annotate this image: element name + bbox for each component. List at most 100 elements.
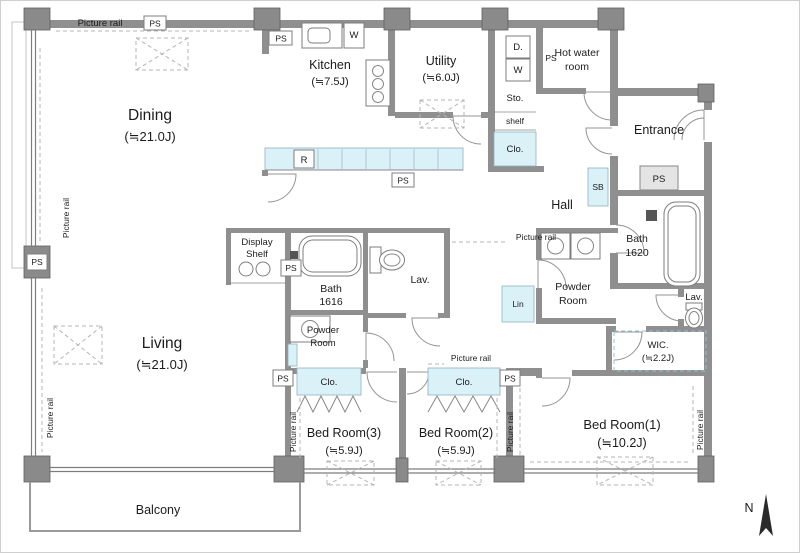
wic-door xyxy=(613,331,643,361)
linen-label: Lin xyxy=(512,299,524,309)
picture-rail-label-top: Picture rail xyxy=(78,18,123,29)
bed3-door xyxy=(366,371,398,403)
closet-bed3-label: Clo. xyxy=(321,377,338,388)
picture-rail-label-clo2: Picture rail xyxy=(451,353,491,363)
labels: Picture rail PS Dining (≒21.0J) Kitchen … xyxy=(31,18,705,517)
bath-main-unit xyxy=(646,210,657,221)
ps-box-top xyxy=(143,15,167,31)
windows xyxy=(29,30,698,532)
bath-sub-size: 1616 xyxy=(319,296,343,308)
ps-label-bath: PS xyxy=(285,263,297,273)
ps-label-left: PS xyxy=(31,257,43,267)
bath-main-door xyxy=(615,224,645,254)
picture-rail-label-bed3: Picture rail xyxy=(288,412,298,452)
closet-bed3-doors xyxy=(296,394,362,414)
ps-box-bed2 xyxy=(499,369,521,387)
ceiling-box-utility xyxy=(419,99,465,129)
balcony-rail xyxy=(29,482,301,532)
refrigerator-label: R xyxy=(301,155,308,166)
bed3-label: Bed Room(3) xyxy=(307,426,381,440)
storage-label: Sto. xyxy=(507,93,524,104)
dryer-box xyxy=(505,35,531,59)
lav-center-door xyxy=(411,317,441,347)
closet-bed3 xyxy=(296,367,362,396)
lav-right-door xyxy=(655,294,683,322)
display-shelf-label-2: Shelf xyxy=(246,249,268,260)
wic-label: WIC. xyxy=(647,340,668,351)
bath-sub-label: Bath xyxy=(320,283,342,295)
ceiling-box-dining xyxy=(135,37,189,71)
entrance-label: Entrance xyxy=(634,123,684,137)
ceiling-box-bed1 xyxy=(596,456,654,486)
powder-main-label-2: Room xyxy=(559,295,587,307)
ps-label-hotwater: PS xyxy=(545,53,557,63)
ps-box-bath xyxy=(280,259,302,277)
powder-sink-2 xyxy=(570,232,601,260)
guides xyxy=(39,30,707,486)
bed2-label: Bed Room(2) xyxy=(419,426,493,440)
bed3-size: (≒5.9J) xyxy=(325,445,362,457)
ps-duct-entrance xyxy=(639,165,679,191)
closet-bed2-doors xyxy=(427,394,501,414)
dryer-label: D. xyxy=(513,42,523,53)
powder-center-cabinet xyxy=(287,343,298,367)
powder-sink-1 xyxy=(540,232,571,260)
picture-rail-label-bed2: Picture rail xyxy=(505,412,515,452)
ps-label-entrance: PS xyxy=(653,174,666,185)
doors xyxy=(267,91,705,407)
north-arrow-icon xyxy=(759,494,773,536)
stove xyxy=(365,59,391,107)
bath-sub-unit xyxy=(290,251,298,259)
ps-label-counter: PS xyxy=(397,176,409,186)
ps-box-kitchen xyxy=(268,30,293,46)
entrance-hall-door xyxy=(585,127,613,155)
corridor-door xyxy=(267,173,297,203)
fixtures xyxy=(26,15,703,414)
picture-rail-label-bed1: Picture rail xyxy=(695,410,705,450)
lav-right-label: Lav. xyxy=(685,292,702,303)
kitchen-label: Kitchen xyxy=(309,58,351,72)
display-shelf-label-1: Display xyxy=(241,237,272,248)
washer-box2 xyxy=(505,58,531,82)
entrance-door-arc1 xyxy=(673,109,705,141)
living-size: (≒21.0J) xyxy=(136,357,187,372)
shoe-box-label: SB xyxy=(592,182,604,192)
washer-box xyxy=(343,22,365,49)
picture-rail-label-living: Picture rail xyxy=(45,398,55,438)
living-label: Living xyxy=(142,335,183,352)
entrance-door-arc2 xyxy=(681,117,705,141)
picture-rail-label-hall: Picture rail xyxy=(516,232,556,242)
powder-center-label-1: Powder xyxy=(307,325,339,336)
display-shelf-stool-1 xyxy=(238,261,254,277)
ps-label-bed2: PS xyxy=(504,374,516,384)
lav-center-label: Lav. xyxy=(410,274,429,286)
dining-label: Dining xyxy=(128,107,172,124)
display-shelf-stool-2 xyxy=(255,261,271,277)
washer2-label: W xyxy=(514,65,523,76)
washer-label: W xyxy=(350,30,359,41)
toilet-center-bowl xyxy=(379,249,405,271)
toilet-right-bowl xyxy=(685,307,703,329)
compass: N xyxy=(744,494,773,536)
linen-closet xyxy=(501,285,535,323)
utility-door xyxy=(452,115,482,145)
ceiling-box-bed3 xyxy=(326,460,375,486)
utility-label: Utility xyxy=(426,54,457,68)
closet-bed2 xyxy=(427,367,501,396)
hot-water-label-2: room xyxy=(565,61,589,73)
hall-label: Hall xyxy=(551,198,573,212)
closet-bed2-label: Clo. xyxy=(456,377,473,388)
ps-label-kitchen: PS xyxy=(275,34,287,44)
powder-main-door xyxy=(537,259,567,289)
ps-label-bed3: PS xyxy=(277,374,289,384)
hot-water-door xyxy=(583,91,613,121)
balcony-label: Balcony xyxy=(136,503,181,517)
refrigerator xyxy=(293,149,315,169)
ps-label-top: PS xyxy=(149,19,161,29)
bath-main-label: Bath xyxy=(626,233,648,245)
bed2-size: (≒5.9J) xyxy=(437,445,474,457)
wic-size: (≒2.2J) xyxy=(642,353,674,364)
ps-box-left xyxy=(26,253,48,271)
